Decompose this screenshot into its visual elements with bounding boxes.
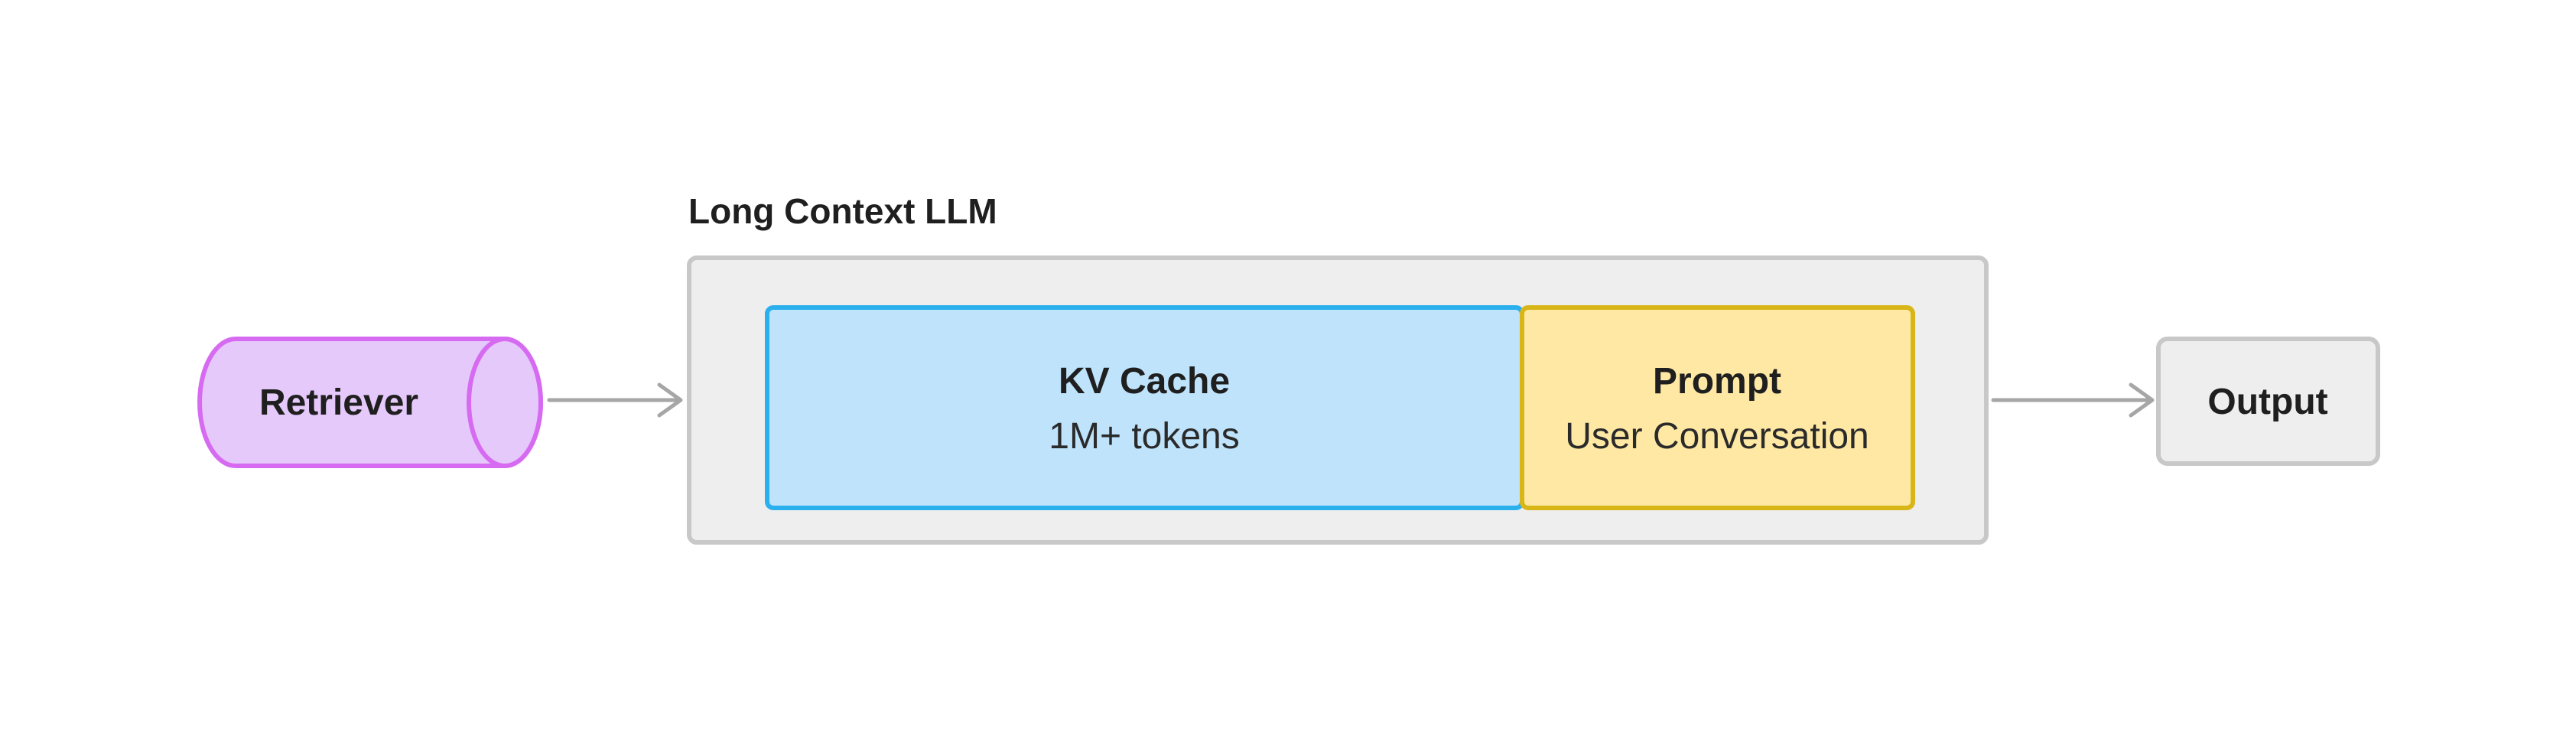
prompt-rect: [1520, 305, 1915, 510]
arrow-retriever-to-llm: [547, 382, 683, 418]
kv-cache-rect: [765, 305, 1524, 510]
kv-cache-subtitle: 1M+ tokens: [1049, 416, 1239, 457]
output-box: Output: [2156, 337, 2380, 466]
arrow-llm-to-output: [1991, 382, 2155, 418]
retriever-cylinder: Retriever: [197, 337, 543, 468]
prompt-subtitle: User Conversation: [1565, 416, 1869, 457]
kv-cache-title: KV Cache: [1059, 361, 1230, 402]
container-title: Long Context LLM: [688, 191, 997, 231]
retriever-end-cap: [467, 337, 543, 468]
kv-cache-box: KV Cache 1M+ tokens: [765, 305, 1524, 510]
retriever-label: Retriever: [259, 382, 418, 423]
output-rect: [2156, 337, 2380, 466]
prompt-box: Prompt User Conversation: [1520, 305, 1915, 510]
prompt-title: Prompt: [1653, 361, 1781, 402]
output-label: Output: [2207, 382, 2327, 422]
